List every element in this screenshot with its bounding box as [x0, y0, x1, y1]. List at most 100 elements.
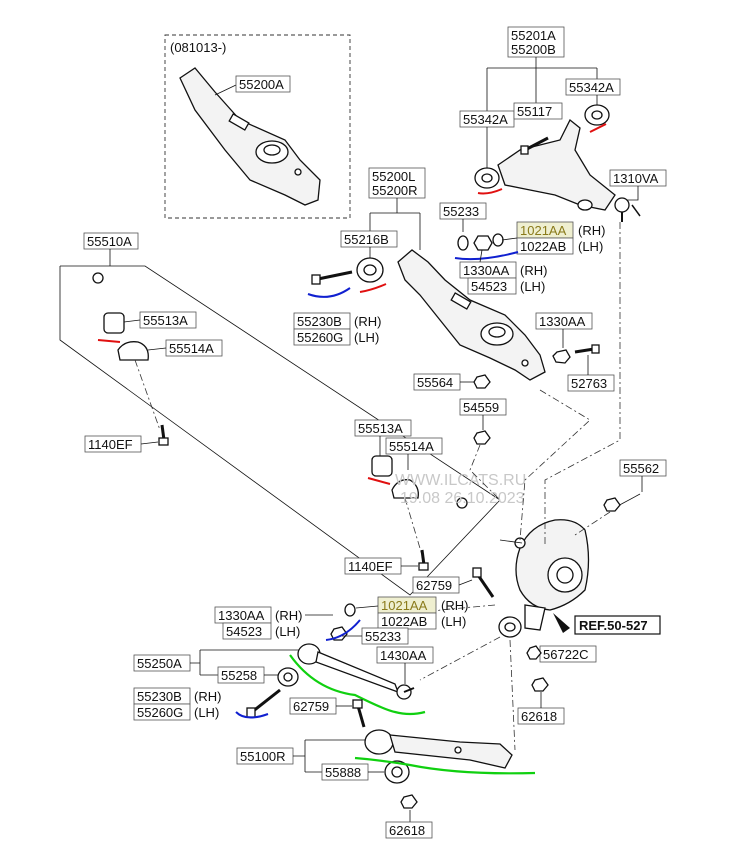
blue-mark-bolt-bottom [235, 711, 269, 719]
part-label-1140EF-2[interactable]: 1140EF [348, 559, 393, 574]
assembly-line-2 [519, 389, 591, 541]
part-label-55260G-bottom[interactable]: 55260G [137, 705, 183, 720]
red-mark-lower-arm-bushing [359, 283, 387, 293]
part-label-1021AA-bottom[interactable]: 1021AA [381, 598, 428, 613]
part-label-55562[interactable]: 55562 [623, 461, 659, 476]
part-label-56722C[interactable]: 56722C [543, 647, 589, 662]
ref-arrow-icon [553, 613, 570, 633]
part-label-55513A-1[interactable]: 55513A [143, 313, 188, 328]
bushing-55258 [277, 667, 299, 687]
lower-arm-55200L-drawing [397, 249, 546, 381]
part-label-55342A-right[interactable]: 55342A [569, 80, 614, 95]
green-mark-lower-arm [354, 756, 536, 775]
bolt-52763 [574, 344, 600, 354]
bolt-55117 [520, 136, 549, 155]
blue-mark-bolt-top [307, 287, 351, 298]
watermark-line-1: WWW.ILCATS.RU [395, 472, 526, 489]
upper-arm-drawing [497, 118, 616, 211]
rh-label-4: (RH) [275, 608, 302, 623]
knuckle-drawing [514, 519, 590, 631]
part-label-55510A[interactable]: 55510A [87, 234, 132, 249]
rh-label-6: (RH) [194, 689, 221, 704]
part-label-55250A[interactable]: 55250A [137, 656, 182, 671]
watermark-line-2: 19.08 26.10.2023 [400, 490, 525, 507]
assembly-line-3 [469, 444, 501, 501]
bushing-55513A-right [371, 455, 393, 477]
part-label-55233-bottom[interactable]: 55233 [365, 629, 401, 644]
nut-1330AA-right [552, 349, 571, 364]
part-label-55200R[interactable]: 55200R [372, 183, 418, 198]
link-55250A-drawing [297, 643, 415, 700]
nut-lower [344, 603, 356, 617]
part-label-55514A-2[interactable]: 55514A [389, 439, 434, 454]
part-label-55888[interactable]: 55888 [325, 765, 361, 780]
washer-55233-top [457, 235, 469, 251]
green-mark-link [289, 654, 426, 716]
part-label-55201A[interactable]: 55201A [511, 28, 556, 43]
bolt-55230B-top [311, 270, 353, 285]
part-label-1022AB-top[interactable]: 1022AB [520, 239, 566, 254]
lh-label-1: (LH) [578, 239, 603, 254]
part-label-54559[interactable]: 54559 [463, 400, 499, 415]
red-mark-upper-left [477, 188, 503, 195]
part-label-1330AA-bolt[interactable]: 1330AA [539, 314, 586, 329]
red-mark-bushing-left [97, 339, 121, 343]
red-mark-bushing-right [367, 477, 391, 485]
part-label-1330AA-top[interactable]: 1330AA [463, 263, 510, 278]
part-label-1430AA[interactable]: 1430AA [380, 648, 427, 663]
inset-label: (081013-) [170, 40, 226, 55]
part-label-55258[interactable]: 55258 [221, 668, 257, 683]
red-mark-upper-right [589, 123, 607, 133]
part-label-55513A-2[interactable]: 55513A [358, 421, 403, 436]
part-label-62759-2[interactable]: 62759 [293, 699, 329, 714]
part-label-1140EF-1[interactable]: 1140EF [88, 437, 133, 452]
nut-62618-lower [400, 794, 418, 809]
bushing-55342A-right [584, 104, 610, 126]
lh-label-3: (LH) [354, 330, 379, 345]
rh-label-1: (RH) [578, 223, 605, 238]
part-label-55200L[interactable]: 55200L [372, 169, 415, 184]
part-label-55233-top[interactable]: 55233 [443, 204, 479, 219]
part-label-52763[interactable]: 52763 [571, 376, 607, 391]
lh-label-6: (LH) [194, 705, 219, 720]
nut-55564 [473, 374, 491, 389]
nut-1330AA-bottom [330, 626, 348, 641]
ball-joint-1310VA [614, 197, 641, 222]
part-label-55260G-top[interactable]: 55260G [297, 330, 343, 345]
lh-label-2: (LH) [520, 279, 545, 294]
bolt-62759-upper [472, 567, 495, 598]
part-label-1310VA[interactable]: 1310VA [613, 171, 659, 186]
nut-top [473, 233, 504, 251]
part-label-55230B-bottom[interactable]: 55230B [137, 689, 182, 704]
bushing-knuckle-lower [498, 616, 522, 638]
bolt-62759-lower [352, 699, 366, 728]
bushing-55888 [384, 760, 410, 784]
part-label-55100R[interactable]: 55100R [240, 749, 286, 764]
part-label-55342A-left[interactable]: 55342A [463, 112, 508, 127]
part-label-62618-2[interactable]: 62618 [389, 823, 425, 838]
part-label-55117[interactable]: 55117 [517, 104, 552, 119]
part-label-1330AA-bottom[interactable]: 1330AA [218, 608, 265, 623]
part-label-55200B[interactable]: 55200B [511, 42, 556, 57]
assembly-line-1 [544, 222, 621, 545]
bushing-55216B [356, 257, 384, 283]
part-label-54523-bottom[interactable]: 54523 [226, 624, 262, 639]
part-label-55230B-top[interactable]: 55230B [297, 314, 342, 329]
rh-label-5: (RH) [441, 598, 468, 613]
part-label-55200A[interactable]: 55200A [239, 77, 284, 92]
part-label-55514A-1[interactable]: 55514A [169, 341, 214, 356]
ref-link-50-527[interactable]: REF.50-527 [579, 618, 648, 633]
blue-mark-nut-top [454, 251, 519, 261]
part-label-62618-1[interactable]: 62618 [521, 709, 557, 724]
assembly-line-4 [574, 511, 611, 536]
part-label-62759-1[interactable]: 62759 [416, 578, 452, 593]
lower-arm-55200A-drawing [179, 67, 321, 206]
bushing-55513A-left [103, 312, 125, 334]
part-label-55564[interactable]: 55564 [417, 375, 453, 390]
part-label-55216B[interactable]: 55216B [344, 232, 389, 247]
part-label-1021AA-top[interactable]: 1021AA [520, 223, 567, 238]
part-label-1022AB-bottom[interactable]: 1022AB [381, 614, 427, 629]
blue-mark-nut-bottom [325, 619, 361, 641]
inset-frame [164, 34, 351, 219]
part-label-54523-top[interactable]: 54523 [471, 279, 507, 294]
